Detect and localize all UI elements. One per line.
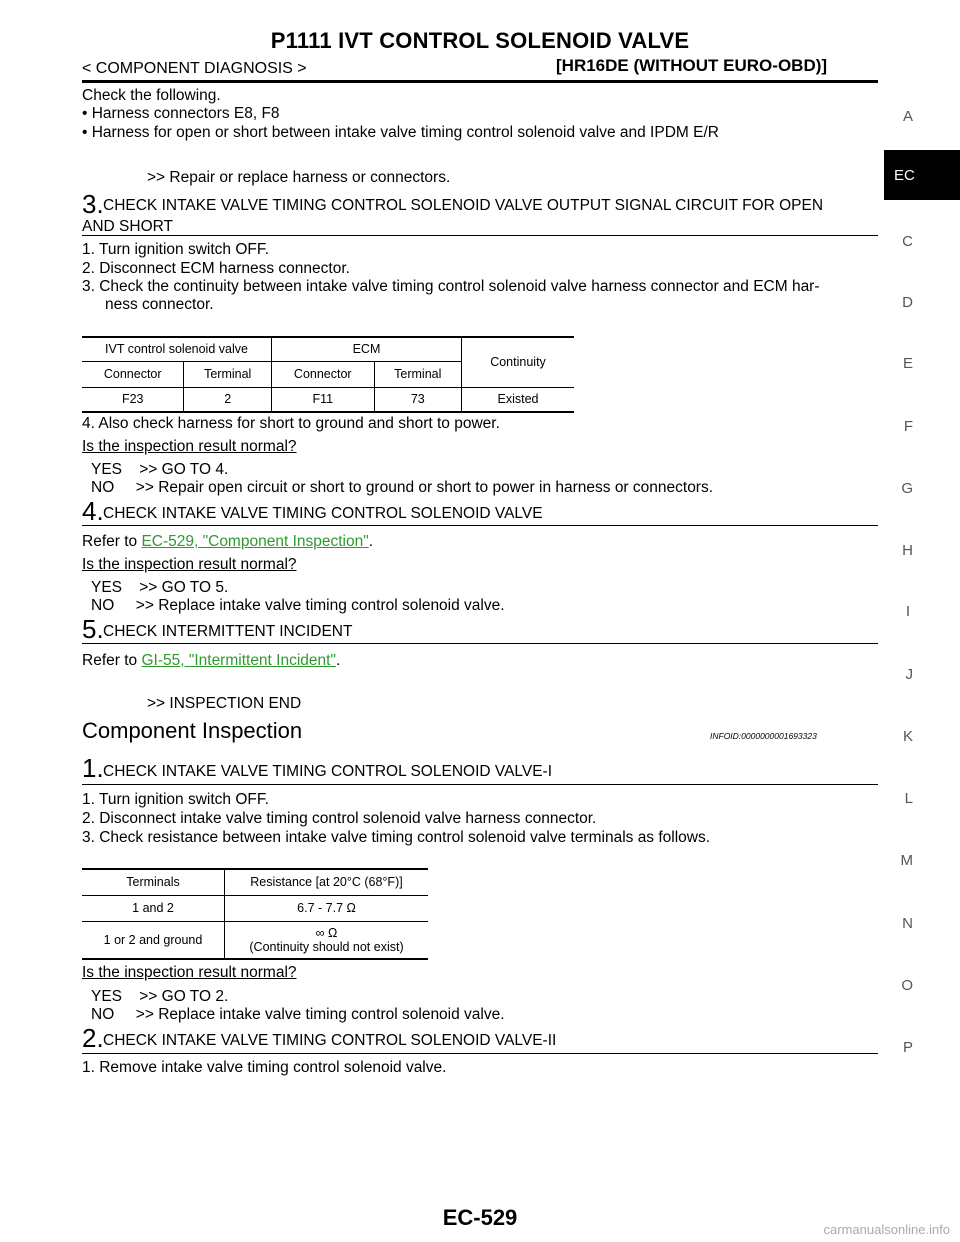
sidebar-item-p[interactable]: P	[902, 1039, 913, 1056]
table-header: Terminal	[374, 361, 463, 387]
sidebar-item-d[interactable]: D	[902, 294, 913, 311]
page-number: EC-529	[442, 1205, 518, 1230]
list-item: 1. Remove intake valve timing control so…	[82, 1059, 447, 1076]
continuity-table: IVT control solenoid valve ECM Continuit…	[82, 336, 574, 413]
table-header: Resistance [at 20°C (68°F)]	[250, 875, 403, 890]
section-heading: Component Inspection	[82, 718, 303, 743]
inspection-question: Is the inspection result normal?	[82, 556, 297, 573]
step-number: 3.	[82, 189, 104, 219]
step-action: >> INSPECTION END	[147, 695, 302, 712]
sidebar-item-k[interactable]: K	[902, 728, 913, 745]
yes-answer: YES >> GO TO 2.	[91, 988, 229, 1005]
step-number: 2.	[82, 1023, 104, 1053]
refer-prefix: Refer to	[82, 652, 142, 669]
step-number: 4.	[82, 496, 104, 526]
list-item: 2. Disconnect intake valve timing contro…	[82, 810, 597, 827]
table-header: Connector	[82, 361, 185, 387]
step-rule	[82, 525, 878, 526]
step-title: CHECK INTERMITTENT INCIDENT	[103, 623, 353, 640]
refer-line: Refer to GI-55, "Intermittent Incident".	[82, 651, 340, 670]
page-title: P1111 IVT CONTROL SOLENOID VALVE	[270, 28, 690, 53]
step-title: CHECK INTAKE VALVE TIMING CONTROL SOLENO…	[103, 197, 824, 214]
sidebar-item-g[interactable]: G	[901, 480, 913, 497]
sidebar-item-f[interactable]: F	[903, 418, 913, 435]
table-cell: Existed	[497, 392, 539, 407]
yes-answer: YES >> GO TO 5.	[91, 579, 229, 596]
intro-action: >> Repair or replace harness or connecto…	[147, 169, 451, 186]
sidebar-item-n[interactable]: N	[902, 915, 913, 932]
refer-suffix: .	[368, 533, 374, 550]
header-rule	[82, 80, 878, 83]
intro-bullet: • Harness for open or short between inta…	[82, 124, 719, 141]
table-cell: 6.7 - 7.7 Ω	[297, 901, 356, 915]
sidebar-item-l[interactable]: L	[904, 790, 913, 807]
table-header: Terminal	[183, 361, 272, 387]
list-item: 4. Also check harness for short to groun…	[82, 415, 500, 432]
intro-line: Check the following.	[82, 87, 221, 104]
list-item: 2. Disconnect ECM harness connector.	[82, 260, 350, 277]
list-item: 1. Turn ignition switch OFF.	[82, 791, 269, 808]
step-number: 5.	[82, 614, 104, 644]
table-header: Continuity	[461, 337, 574, 388]
list-item: 3. Check resistance between intake valve…	[82, 829, 711, 846]
table-cell: F11	[271, 387, 375, 412]
table-header: Terminals	[82, 869, 225, 895]
sidebar-item-a[interactable]: A	[902, 108, 913, 125]
list-item: 1. Turn ignition switch OFF.	[82, 241, 269, 258]
model-label: [HR16DE (WITHOUT EURO-OBD)]	[556, 56, 828, 75]
step-rule	[82, 1053, 878, 1054]
step-rule	[82, 235, 878, 236]
resistance-value: ∞ Ω	[315, 925, 338, 940]
sidebar-item-c[interactable]: C	[902, 233, 913, 250]
inspection-question: Is the inspection result normal?	[82, 438, 297, 455]
sidebar-item-e[interactable]: E	[902, 355, 913, 372]
table-cell: 2	[183, 387, 272, 412]
sidebar-item-i[interactable]: I	[905, 603, 910, 620]
step-title: CHECK INTAKE VALVE TIMING CONTROL SOLENO…	[103, 505, 543, 522]
step-title: CHECK INTAKE VALVE TIMING CONTROL SOLENO…	[103, 763, 553, 780]
sidebar-item-ec[interactable]: EC	[884, 150, 960, 200]
intro-bullet: • Harness connectors E8, F8	[82, 105, 280, 122]
list-item: ness connector.	[105, 296, 214, 313]
yes-answer: YES >> GO TO 4.	[91, 461, 229, 478]
watermark: carmanualsonline.info	[823, 1222, 950, 1237]
table-cell: 1 or 2 and ground	[82, 921, 225, 959]
sidebar-item-j[interactable]: J	[905, 666, 914, 683]
inspection-question: Is the inspection result normal?	[82, 964, 297, 981]
table-cell: ∞ Ω (Continuity should not exist)	[225, 921, 429, 959]
sidebar-item-o[interactable]: O	[901, 977, 913, 994]
refer-suffix: .	[335, 652, 341, 669]
step-title: AND SHORT	[82, 218, 174, 235]
section-label: < COMPONENT DIAGNOSIS >	[82, 60, 307, 77]
step-rule	[82, 784, 878, 785]
table-cell: 73	[374, 387, 463, 412]
table-cell: 1 and 2	[82, 895, 225, 921]
component-inspection-link[interactable]: EC-529, "Component Inspection"	[141, 533, 369, 550]
table-header: ECM	[271, 337, 463, 361]
no-answer: NO >> Replace intake valve timing contro…	[91, 597, 505, 614]
refer-prefix: Refer to	[82, 533, 142, 550]
table-cell: F23	[82, 387, 185, 412]
resistance-note: (Continuity should not exist)	[249, 939, 404, 954]
intermittent-incident-link[interactable]: GI-55, "Intermittent Incident"	[141, 652, 336, 669]
resistance-table: Terminals Resistance [at 20°C (68°F)] 1 …	[82, 868, 428, 960]
step-title: CHECK INTAKE VALVE TIMING CONTROL SOLENO…	[103, 1032, 557, 1049]
refer-line: Refer to EC-529, "Component Inspection".	[82, 532, 373, 551]
info-id: INFOID:0000000001693323	[710, 731, 817, 741]
sidebar-item-label: EC	[894, 167, 915, 184]
sidebar-item-h[interactable]: H	[902, 542, 913, 559]
no-answer: NO >> Replace intake valve timing contro…	[91, 1006, 505, 1023]
list-item: 3. Check the continuity between intake v…	[82, 278, 820, 295]
sidebar-item-m[interactable]: M	[900, 852, 914, 869]
step-rule	[82, 643, 878, 644]
no-answer: NO >> Repair open circuit or short to gr…	[91, 479, 714, 496]
table-header: Connector	[271, 361, 375, 387]
table-header: IVT control solenoid valve	[82, 337, 272, 361]
step-number: 1.	[82, 753, 104, 783]
